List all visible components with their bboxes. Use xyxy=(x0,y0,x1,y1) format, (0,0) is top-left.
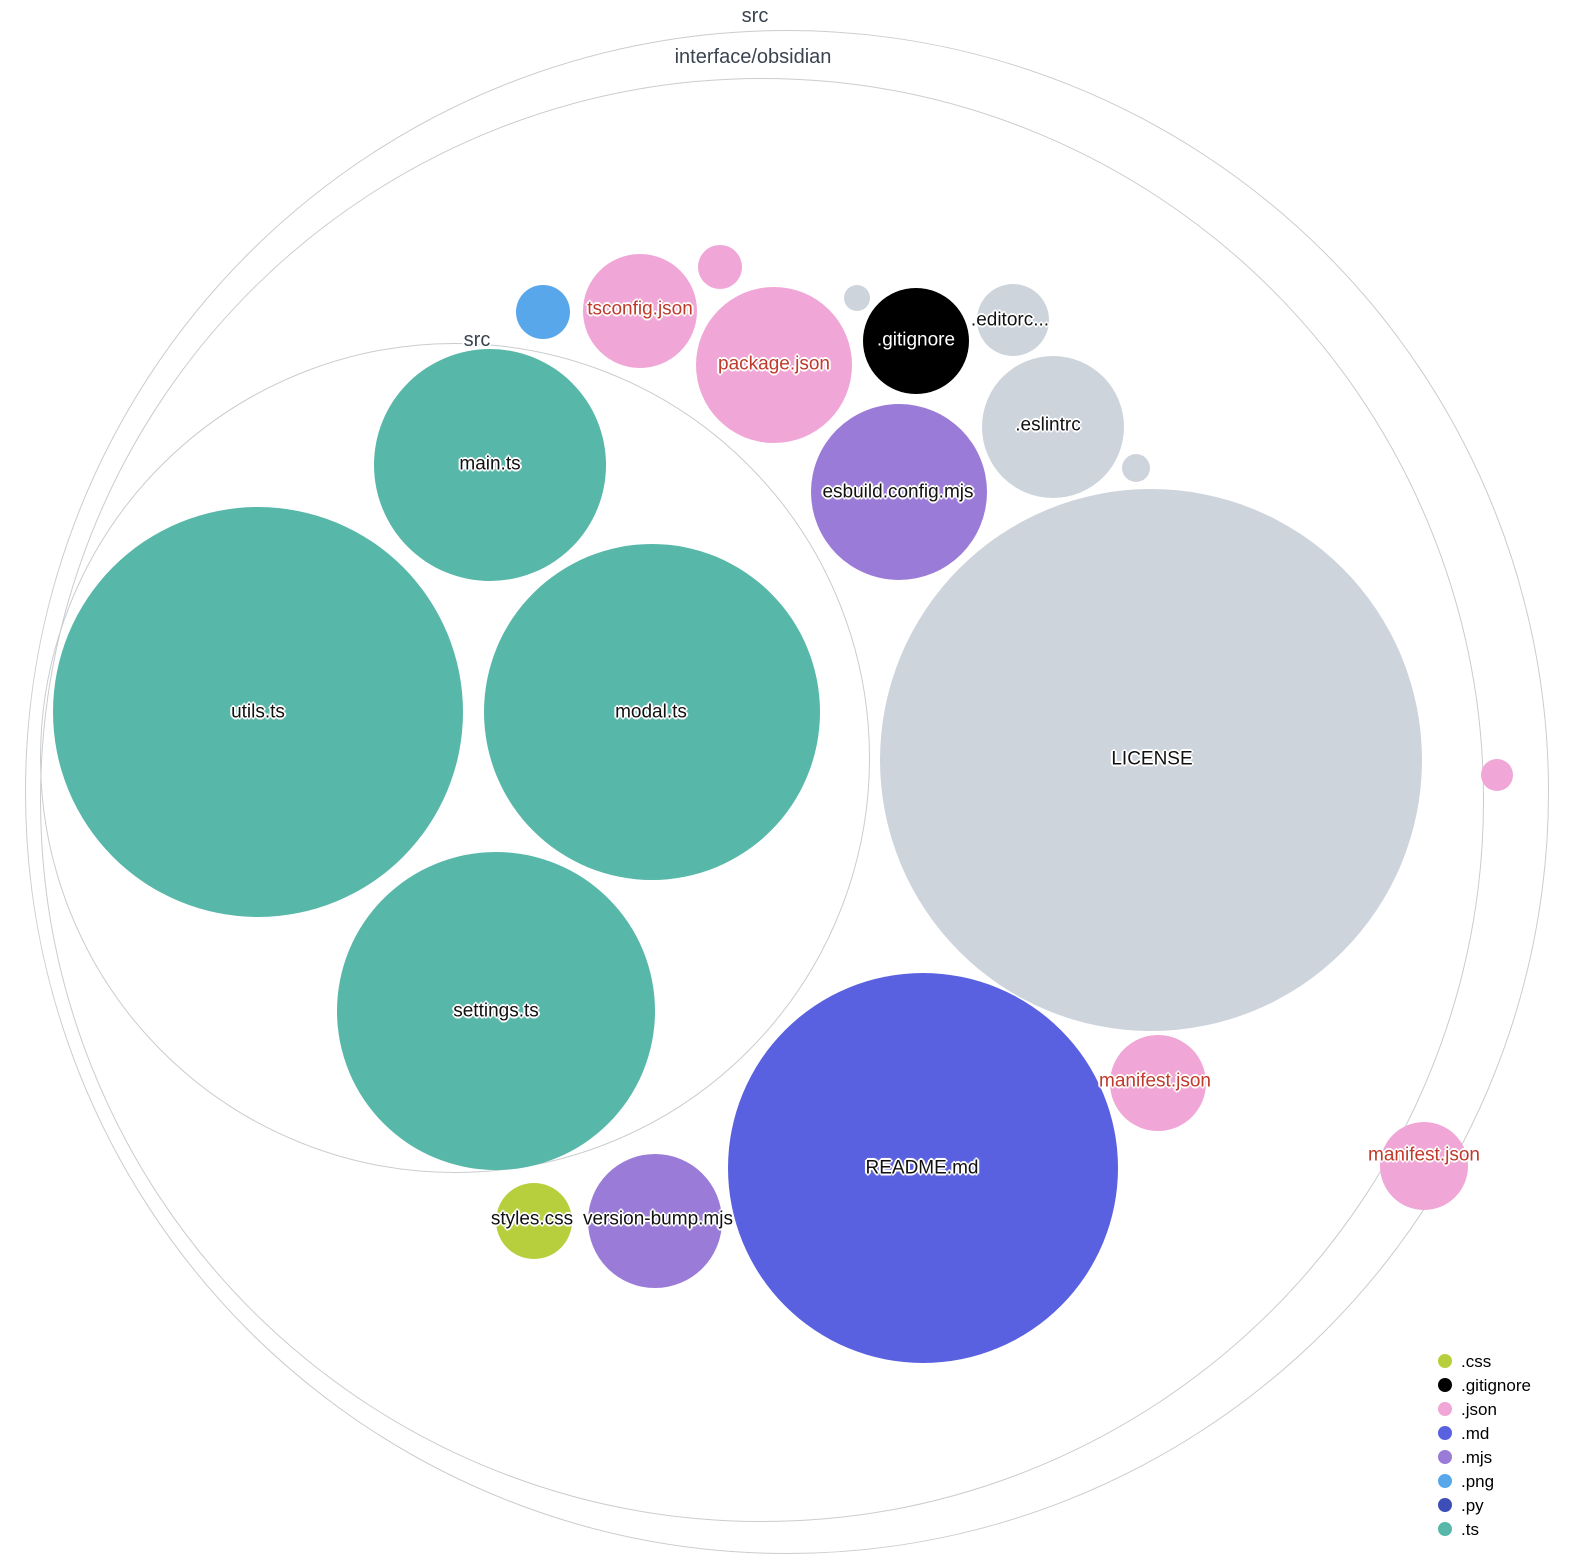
file-circle-version-bump-mjs[interactable] xyxy=(588,1154,722,1288)
file-circle-json-small-top[interactable] xyxy=(698,245,742,289)
png-color-dot xyxy=(1438,1474,1452,1488)
legend-item-gitignore: .gitignore xyxy=(1438,1373,1531,1397)
file-circle-styles-css[interactable] xyxy=(496,1183,572,1259)
legend-item-py: .py xyxy=(1438,1493,1531,1517)
legend-label-gitignore: .gitignore xyxy=(1461,1375,1531,1395)
file-circle-manifest-json-outer[interactable] xyxy=(1380,1122,1468,1210)
legend-label-mjs: .mjs xyxy=(1461,1447,1493,1467)
mjs-color-dot xyxy=(1438,1450,1452,1464)
file-circle-settings-ts[interactable] xyxy=(337,852,655,1170)
folder-circle-interface-obsidian[interactable] xyxy=(40,78,1484,1522)
legend-item-json: .json xyxy=(1438,1397,1531,1421)
file-circle-gray-dot-1[interactable] xyxy=(844,285,870,311)
folder-label-src-outer: src xyxy=(741,5,769,27)
legend-item-png: .png xyxy=(1438,1469,1531,1493)
legend-label-png: .png xyxy=(1461,1471,1495,1491)
folder-circle-src-outer[interactable] xyxy=(25,30,1549,1554)
legend-label-py: .py xyxy=(1461,1495,1484,1515)
file-circle-png-file[interactable] xyxy=(516,285,570,339)
legend-label-css: .css xyxy=(1461,1351,1492,1371)
legend-label-md: .md xyxy=(1461,1423,1490,1443)
file-circle-readme-md[interactable] xyxy=(728,973,1118,1363)
legend: .css .gitignore .json .md .mjs .png .py xyxy=(1438,1349,1531,1541)
file-circle-main-ts[interactable] xyxy=(374,349,606,581)
file-circle-modal-ts[interactable] xyxy=(484,544,820,880)
gitignore-color-dot xyxy=(1438,1378,1452,1392)
file-circle-esbuild-config-mjs[interactable] xyxy=(811,404,987,580)
json-color-dot xyxy=(1438,1402,1452,1416)
file-circle-json-dot-right[interactable] xyxy=(1481,759,1513,791)
file-circle-package-json[interactable] xyxy=(696,287,852,443)
file-circle-utils-ts[interactable] xyxy=(53,507,463,917)
file-circle-gray-dot-2[interactable] xyxy=(1122,454,1150,482)
file-circle-eslintrc[interactable] xyxy=(982,356,1124,498)
css-color-dot xyxy=(1438,1354,1452,1368)
folder-circle-src[interactable] xyxy=(40,343,870,1173)
legend-item-mjs: .mjs xyxy=(1438,1445,1531,1469)
legend-item-ts: .ts xyxy=(1438,1517,1531,1541)
file-circle-editorconfig[interactable] xyxy=(977,284,1049,356)
py-color-dot xyxy=(1438,1498,1452,1512)
ts-color-dot xyxy=(1438,1522,1452,1536)
legend-item-md: .md xyxy=(1438,1421,1531,1445)
md-color-dot xyxy=(1438,1426,1452,1440)
file-circle-gitignore[interactable] xyxy=(863,288,969,394)
legend-item-css: .css xyxy=(1438,1349,1531,1373)
file-circle-tsconfig-json[interactable] xyxy=(583,254,697,368)
file-circle-manifest-json-inner[interactable] xyxy=(1110,1035,1206,1131)
legend-label-ts: .ts xyxy=(1461,1519,1479,1539)
file-circle-license[interactable] xyxy=(880,489,1422,1031)
legend-label-json: .json xyxy=(1461,1399,1497,1419)
